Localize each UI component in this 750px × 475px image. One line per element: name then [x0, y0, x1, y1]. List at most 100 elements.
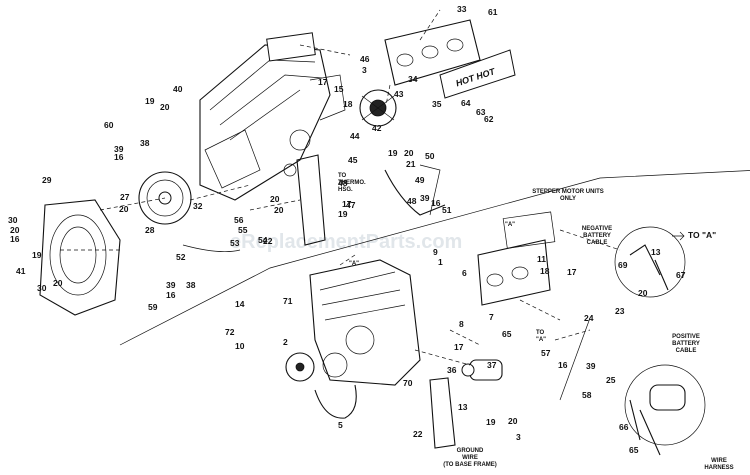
callout-70: 70 — [403, 378, 413, 388]
note-positive-cable-line: POSITIVE — [672, 334, 700, 340]
callout-32: 32 — [193, 201, 203, 211]
callout-67: 67 — [676, 270, 686, 280]
callout-19: 19 — [145, 96, 155, 106]
callout-22: 22 — [413, 429, 423, 439]
callout-39: 39 — [166, 280, 176, 290]
callout-19: 19 — [388, 148, 398, 158]
callout-48: 48 — [338, 178, 348, 188]
note-negative-cable-line: BATTERY — [583, 233, 611, 239]
callout-41: 41 — [16, 266, 26, 276]
annotation-notes: STEPPER MOTOR UNITSONLYTOTHERMO.HSG.NEGA… — [338, 173, 734, 471]
callout-13: 13 — [458, 402, 468, 412]
callout-7: 7 — [489, 312, 494, 322]
callout-10: 10 — [235, 341, 245, 351]
callout-20: 20 — [119, 204, 129, 214]
callout-66: 66 — [619, 422, 629, 432]
note-a-marker-stepper: "A" — [505, 222, 515, 228]
stepper-motor-inset — [502, 211, 556, 249]
callout-64: 64 — [461, 98, 471, 108]
note-to-a-big: TO "A" — [688, 230, 716, 240]
callout-34: 34 — [408, 74, 418, 84]
callout-40: 40 — [173, 84, 183, 94]
callout-65: 65 — [502, 329, 512, 339]
note-to-a-small-line: TO — [536, 330, 545, 336]
arrow-to-a — [672, 231, 685, 241]
callout-20: 20 — [10, 225, 20, 235]
note-ground-wire-line: GROUND — [457, 448, 484, 454]
callout-23: 23 — [615, 306, 625, 316]
callout-54: 54 — [258, 235, 268, 245]
callout-57: 57 — [541, 348, 551, 358]
lower-engine-block — [285, 259, 421, 386]
callout-2: 2 — [283, 337, 288, 347]
callout-46: 46 — [360, 54, 370, 64]
note-ground-wire-line: (TO BASE FRAME) — [443, 462, 497, 468]
callout-20: 20 — [53, 278, 63, 288]
callout-16: 16 — [10, 234, 20, 244]
positive-cable-detail — [624, 364, 706, 446]
callout-49: 49 — [415, 175, 425, 185]
note-stepper-motor-line: ONLY — [560, 196, 576, 202]
callout-65: 65 — [629, 445, 639, 455]
callout-15: 15 — [334, 84, 344, 94]
callout-20: 20 — [638, 288, 648, 298]
note-to-thermo-line: TO — [338, 173, 347, 179]
upper-engine-block — [199, 32, 346, 201]
callout-17: 17 — [454, 342, 464, 352]
callout-9: 9 — [433, 247, 438, 257]
callout-43: 43 — [394, 89, 404, 99]
callout-33: 33 — [457, 4, 467, 14]
note-a-marker-top: "A" — [349, 261, 359, 267]
note-to-a-small-line: "A" — [536, 337, 546, 343]
alternator — [359, 89, 397, 127]
coolant-pipe — [384, 169, 446, 216]
callout-17: 17 — [342, 199, 352, 209]
callout-20: 20 — [160, 102, 170, 112]
engine-mount-bracket-upper — [296, 154, 326, 246]
callout-6: 6 — [462, 268, 467, 278]
note-positive-cable-line: BATTERY — [672, 341, 700, 347]
callout-47: 47 — [346, 200, 356, 210]
exhaust-manifold-lower — [477, 239, 551, 306]
callout-28: 28 — [145, 225, 155, 235]
callout-18: 18 — [343, 99, 353, 109]
callout-39: 39 — [114, 144, 124, 154]
note-stepper-motor-line: STEPPER MOTOR UNITS — [532, 189, 604, 195]
callout-3: 3 — [362, 65, 367, 75]
callout-61: 61 — [488, 7, 498, 17]
callout-62: 62 — [484, 114, 494, 124]
callout-20: 20 — [508, 416, 518, 426]
callout-50: 50 — [425, 151, 435, 161]
callout-16: 16 — [114, 152, 124, 162]
watermark-text: eReplacementParts.com — [230, 231, 462, 253]
callout-58: 58 — [582, 390, 592, 400]
callout-3: 3 — [516, 432, 521, 442]
callout-17: 17 — [318, 77, 328, 87]
note-negative-cable-line: CABLE — [587, 240, 608, 246]
callout-56: 56 — [234, 215, 244, 225]
callout-39: 39 — [420, 193, 430, 203]
callout-1: 1 — [438, 257, 443, 267]
callout-14: 14 — [235, 299, 245, 309]
callout-16: 16 — [558, 360, 568, 370]
callout-55: 55 — [238, 225, 248, 235]
callout-20: 20 — [404, 148, 414, 158]
callout-51: 51 — [442, 205, 452, 215]
drive-belt — [314, 384, 357, 419]
callout-29: 29 — [42, 175, 52, 185]
callout-42: 42 — [372, 123, 382, 133]
callout-60: 60 — [104, 120, 114, 130]
callout-36: 36 — [447, 365, 457, 375]
note-to-thermo-line: HSG. — [338, 187, 353, 193]
callout-16: 16 — [431, 198, 441, 208]
note-to-thermo-line: THERMO. — [338, 180, 366, 186]
callout-59: 59 — [148, 302, 158, 312]
callout-48: 48 — [407, 196, 417, 206]
callout-45: 45 — [348, 155, 358, 165]
callout-17: 17 — [567, 267, 577, 277]
note-negative-cable-line: NEGATIVE — [582, 226, 612, 232]
callout-52: 52 — [176, 252, 186, 262]
callout-53: 53 — [230, 238, 240, 248]
